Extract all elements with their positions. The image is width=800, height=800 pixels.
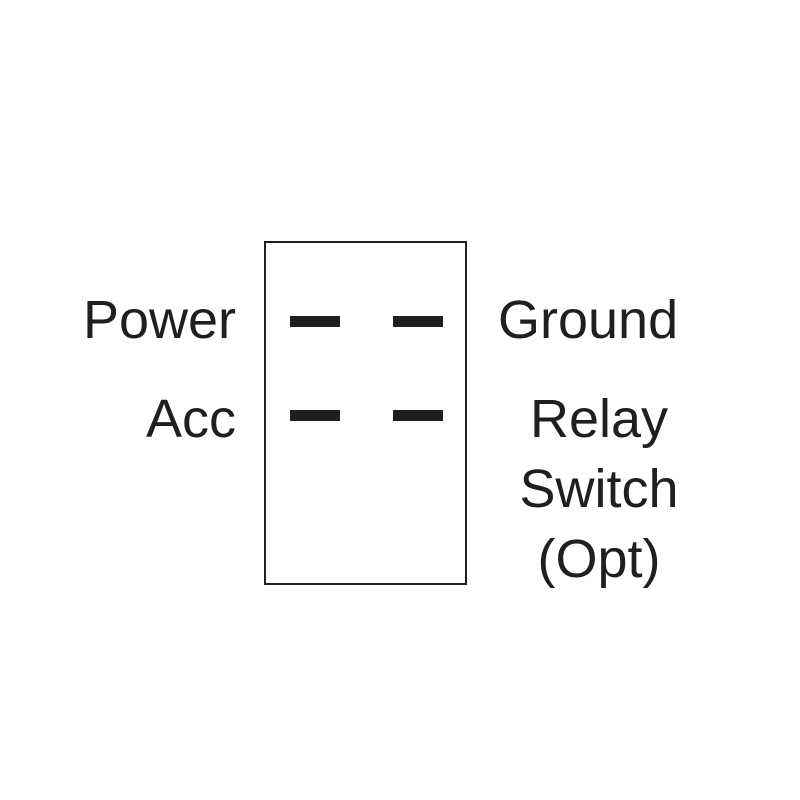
terminal-acc — [290, 410, 340, 421]
label-ground: Ground — [498, 290, 679, 350]
label-relay-line-1: Relay — [529, 389, 669, 449]
terminal-power — [290, 316, 340, 327]
switch-body-outline — [264, 241, 467, 585]
terminal-relay — [393, 410, 443, 421]
label-power: Power — [82, 290, 236, 350]
label-acc: Acc — [145, 389, 236, 449]
label-relay-line-3: (Opt) — [537, 529, 661, 589]
label-relay-switch-opt: Relay Switch (Opt) — [480, 384, 718, 594]
label-relay-line-2: Switch — [519, 459, 679, 519]
terminal-ground — [393, 316, 443, 327]
